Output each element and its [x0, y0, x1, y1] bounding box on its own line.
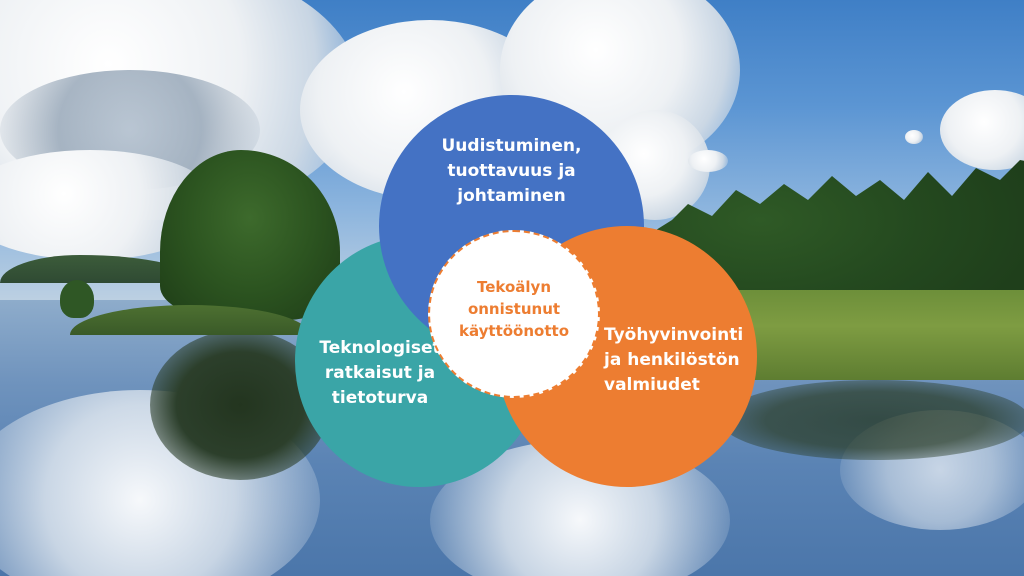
label-line: Uudistuminen,: [441, 136, 582, 156]
label-line: tuottavuus ja: [447, 161, 576, 181]
label-line: Teknologiset: [319, 338, 441, 358]
center-label: Tekoälyn onnistunut käyttöönotto: [430, 276, 598, 342]
label-line: valmiudet: [604, 375, 700, 395]
tree-reflection: [720, 380, 1024, 460]
label-line: Työhyvinvointi: [604, 325, 744, 345]
cloud: [688, 150, 728, 172]
label-line: Tekoälyn: [476, 278, 551, 296]
label-line: ratkaisut ja: [324, 363, 436, 383]
label-line: käyttöönotto: [459, 322, 569, 340]
circle-renewal-label: Uudistuminen, tuottavuus ja johtaminen: [419, 134, 604, 209]
circle-wellbeing-label: Työhyvinvointi ja henkilöstön valmiudet: [604, 323, 754, 398]
cloud: [905, 130, 923, 144]
island-trees: [160, 150, 340, 320]
label-line: ja henkilöstön: [604, 350, 740, 370]
center-circle: Tekoälyn onnistunut käyttöönotto: [428, 230, 600, 398]
label-line: tietoturva: [331, 388, 429, 408]
cloud: [940, 90, 1024, 170]
small-bush: [60, 280, 94, 318]
circle-technology-label: Teknologiset ratkaisut ja tietoturva: [305, 336, 455, 411]
label-line: johtaminen: [457, 186, 566, 206]
label-line: onnistunut: [467, 300, 561, 318]
meadow-right: [720, 290, 1024, 380]
